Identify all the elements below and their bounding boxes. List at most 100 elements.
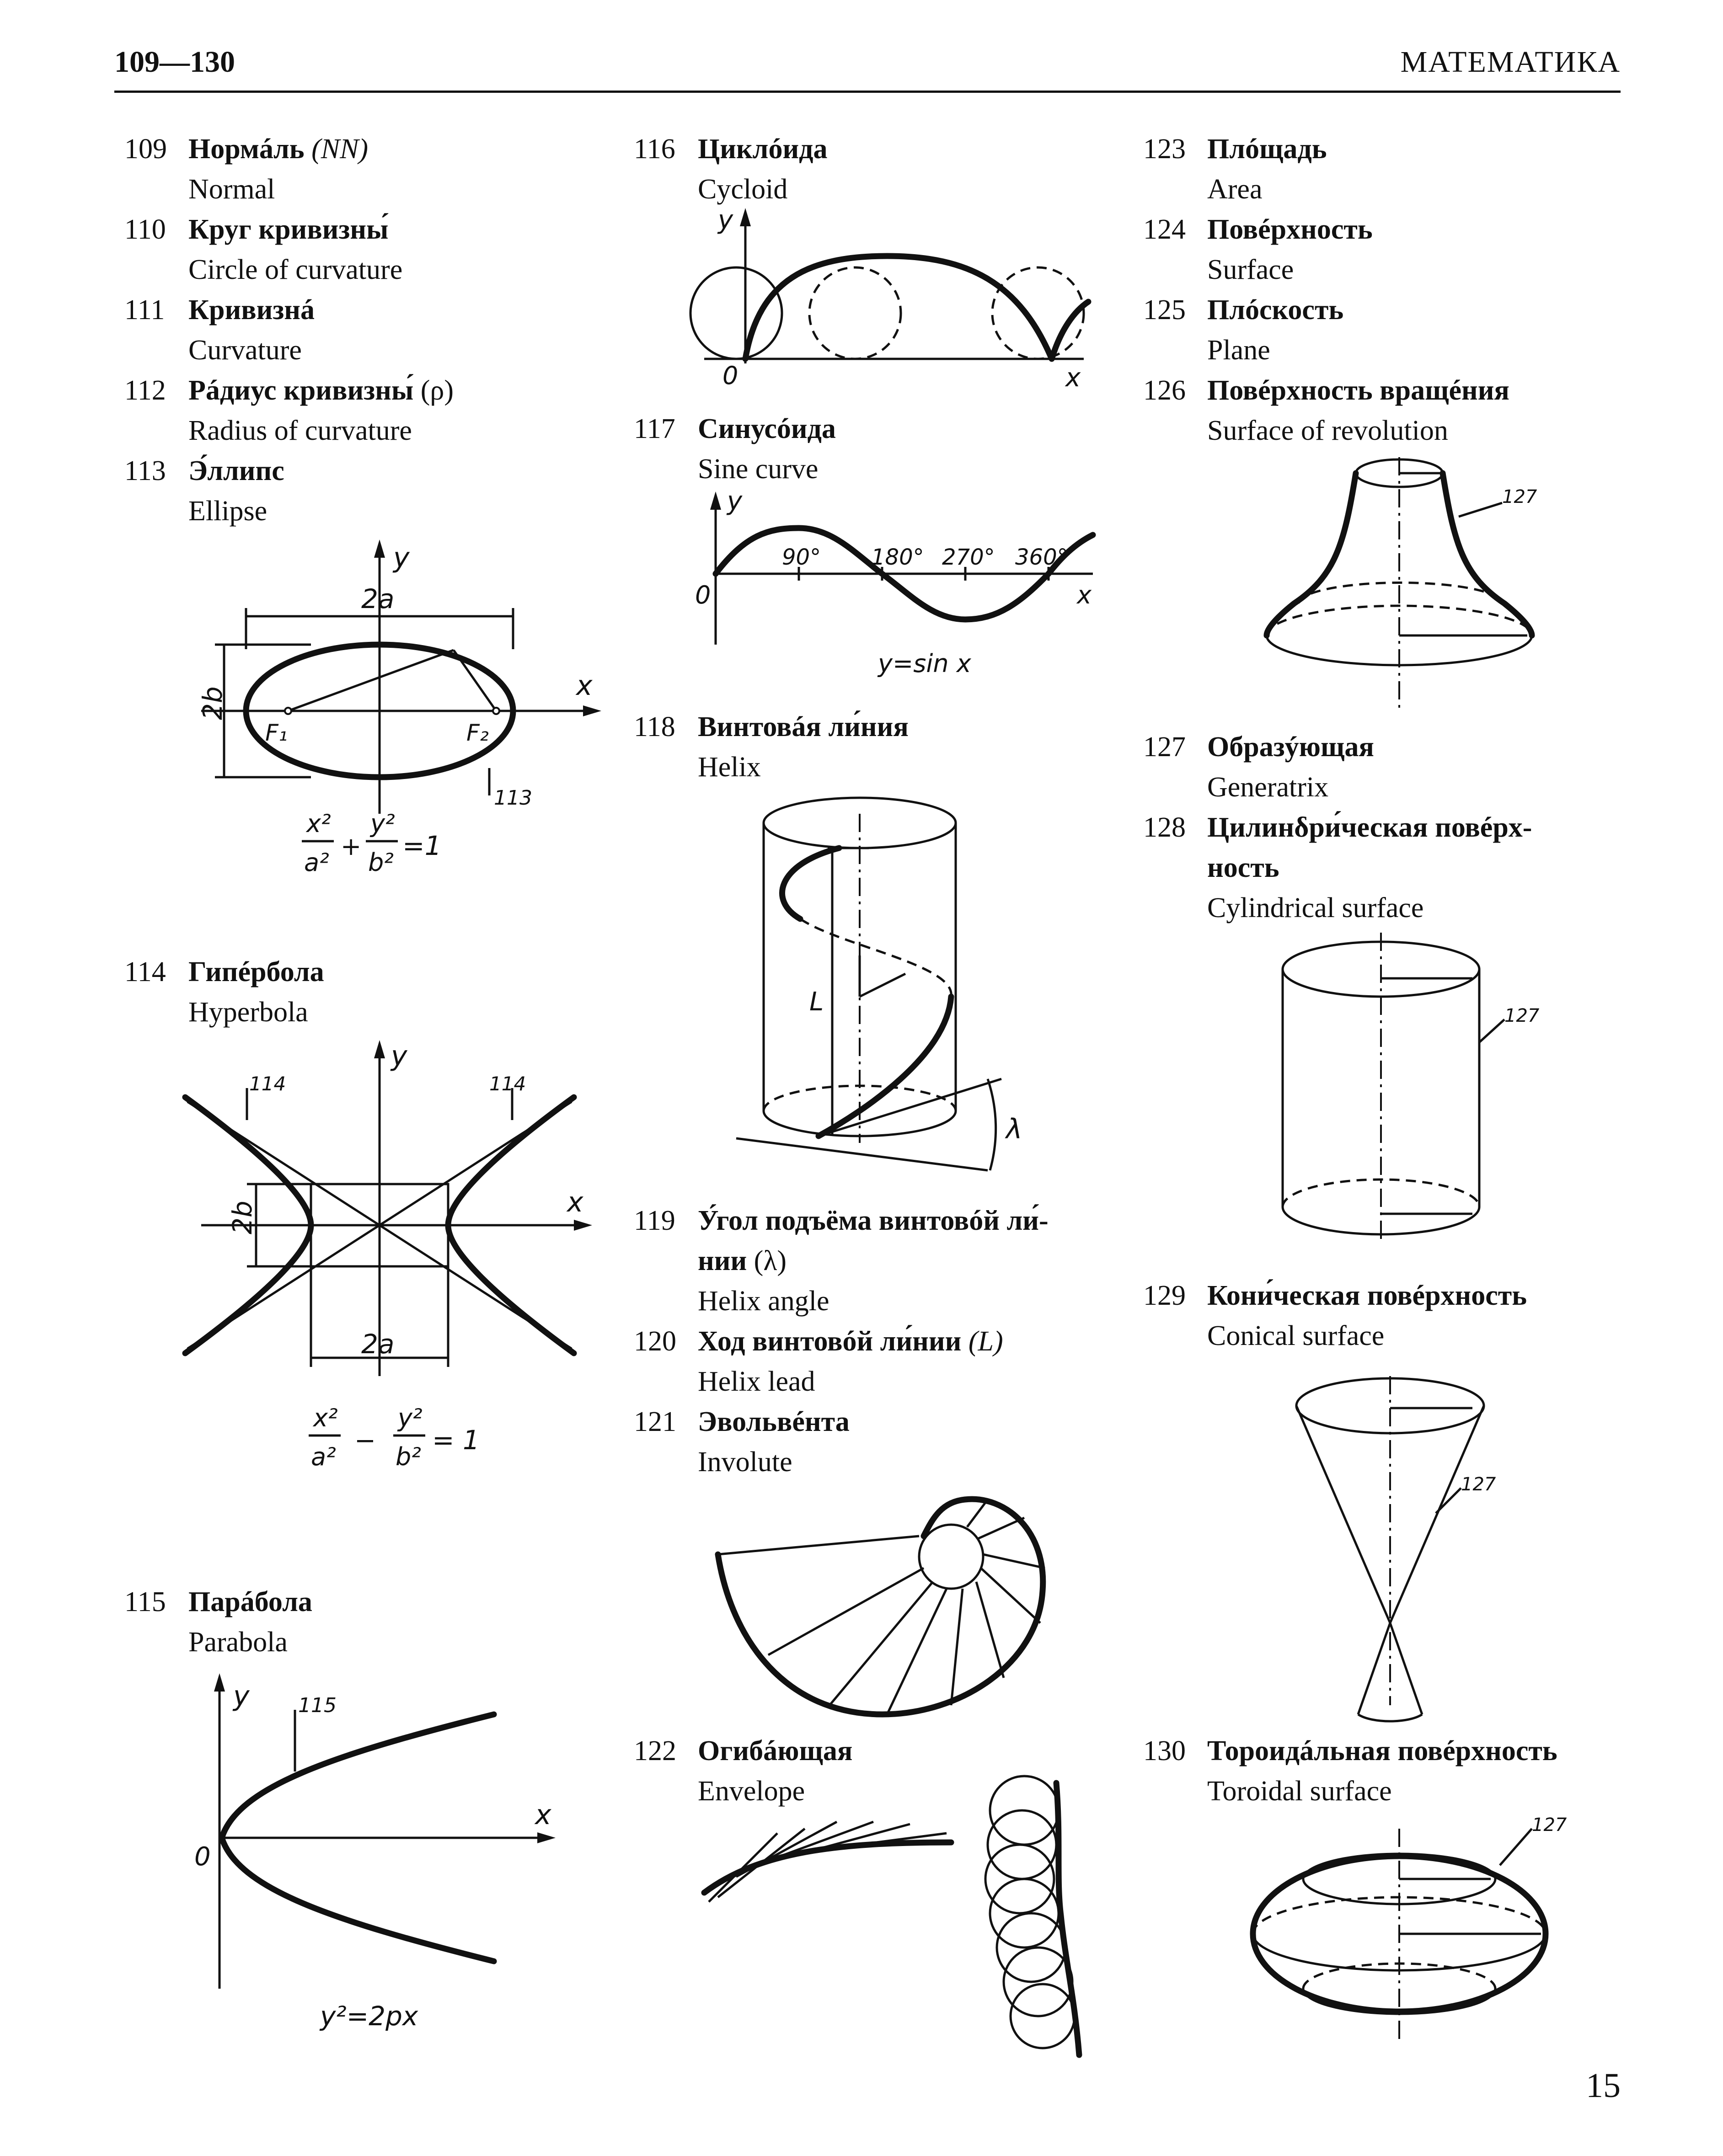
sine-figure: y x 0 90° 180° 270° 360° y=sin x — [695, 486, 1107, 690]
ref-label: 127 — [1504, 1005, 1540, 1026]
entry-number: 125 — [1143, 294, 1186, 326]
term-en: Area — [1207, 174, 1263, 205]
term-en: Envelope — [698, 1776, 805, 1807]
entry-number: 112 — [124, 375, 166, 406]
entry-number: 116 — [634, 133, 675, 165]
ref-leader — [1435, 1487, 1462, 1514]
ref-label: 115 — [298, 1694, 337, 1717]
y-arrow-icon — [214, 1673, 225, 1692]
entry-number: 127 — [1143, 731, 1186, 763]
formula-y: y² — [397, 1404, 423, 1432]
parabola-figure: y x 0 115 y²=2px — [183, 1669, 585, 2034]
focal-line-1 — [288, 649, 454, 712]
term-ru: Круг кривизны́ — [188, 214, 389, 245]
term-ru: Цилинδри́ческая повéрх- — [1207, 812, 1532, 843]
term-en: Helix angle — [698, 1286, 829, 1317]
term-ru: Кривизнá — [188, 294, 315, 326]
tangent-line — [736, 1137, 988, 1172]
cone-bottom-cut — [1357, 1713, 1423, 1723]
parabola-formula: y²=2px — [319, 2001, 418, 2032]
y-label: y — [392, 542, 410, 574]
entry-number: 118 — [634, 711, 675, 742]
focal-line-2 — [452, 649, 498, 712]
x-label: x — [566, 1186, 583, 1218]
term-en: Surface — [1207, 254, 1294, 285]
ref-label: 113 — [494, 786, 532, 810]
term-en: Involute — [698, 1446, 792, 1478]
y-label: y — [390, 1040, 408, 1072]
lead-label: L — [809, 987, 824, 1017]
term-en: Radius of curvature — [188, 415, 412, 446]
term-en: Normal — [188, 174, 275, 205]
tick-label-180: 180° — [871, 544, 924, 570]
y-arrow-icon — [710, 491, 721, 510]
term-ru: Э́ллипс — [188, 455, 284, 486]
tangent-8 — [983, 1553, 1045, 1569]
term-en: Cycloid — [698, 174, 788, 205]
term-ru: Ход винтовóй ли́нии — [698, 1326, 962, 1357]
radius-arrow — [859, 972, 906, 998]
y-arrow-icon — [374, 1040, 385, 1058]
term-ru: Гипéрбола — [188, 956, 324, 987]
angle-arc — [986, 1078, 997, 1171]
family-line-4 — [768, 1820, 874, 1862]
parabola-curve — [219, 1711, 497, 1964]
envelope-curve-2 — [1053, 1780, 1082, 2058]
y-label: y — [726, 486, 743, 516]
entry-number: 123 — [1143, 133, 1186, 165]
tick-label-360: 360° — [1015, 544, 1068, 570]
term-ru: Синусóида — [698, 413, 836, 444]
hyperbola-left-branch — [182, 1094, 314, 1356]
family-line-5 — [800, 1823, 910, 1855]
helix-back — [799, 918, 952, 997]
ref-leader — [1499, 1828, 1533, 1866]
dim-2b-label: 2b — [227, 1201, 258, 1234]
helix-tangent — [818, 1078, 1002, 1137]
term-en: Generatrix — [1207, 772, 1329, 803]
term-ru: Парáбола — [188, 1586, 312, 1617]
revolution-figure: 127 — [1253, 453, 1573, 718]
formula-x: x² — [305, 809, 331, 838]
origin-label: 0 — [194, 1842, 211, 1872]
bell-mid-ring — [1297, 582, 1504, 604]
term-ru: У́гол подъёма винтовóй ли́- — [698, 1205, 1049, 1236]
cone-figure: 127 — [1280, 1367, 1546, 1733]
ref-leader — [1458, 502, 1503, 518]
x-arrow-icon — [537, 1832, 556, 1843]
formula-a: a² — [311, 1442, 336, 1471]
term-en: Curvature — [188, 335, 302, 366]
term-ru: Плóскость — [1207, 294, 1344, 326]
term-symbol: (λ) — [754, 1245, 787, 1276]
sine-curve — [712, 525, 1096, 623]
tangent-1 — [717, 1535, 920, 1556]
term-en: Cylindrical surface — [1207, 892, 1424, 923]
torus-figure: 127 — [1235, 1814, 1567, 2048]
rolling-circle-dashed-1 — [808, 266, 902, 360]
term-en: Ellipse — [188, 496, 268, 527]
entry-number: 124 — [1143, 214, 1186, 245]
x-label: x — [1065, 363, 1081, 393]
tick-label-90: 90° — [782, 544, 821, 570]
entry-number: 120 — [634, 1326, 676, 1357]
entry-number: 109 — [124, 133, 167, 165]
term-ru-continued: ность — [1207, 852, 1279, 883]
bell-right-profile — [1439, 470, 1535, 639]
term-ru: Нормáль — [188, 133, 305, 165]
term-en: Conical surface — [1207, 1320, 1385, 1351]
cylinder-figure: 127 — [1271, 933, 1555, 1243]
formula-x: x² — [312, 1404, 338, 1432]
helix-figure: L λ — [736, 782, 1088, 1193]
tangent-4 — [886, 1588, 948, 1715]
